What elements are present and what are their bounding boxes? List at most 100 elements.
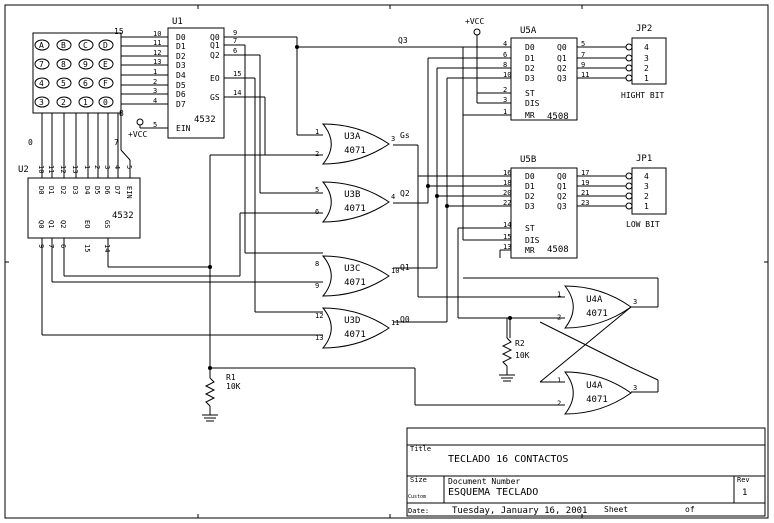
u2-input-label: D4 xyxy=(83,186,91,194)
u2-input-pin: 12 xyxy=(59,165,67,173)
u5b-input-label: D1 xyxy=(525,182,535,191)
date-value: Tuesday, January 16, 2001 xyxy=(452,506,587,516)
keypad-key: D xyxy=(98,39,114,51)
gate-net-label: Gs xyxy=(400,131,410,140)
gate-part: 4071 xyxy=(586,309,608,319)
u1-input-label: EIN xyxy=(176,124,191,133)
u2-input-pin: 3 xyxy=(103,165,111,169)
u5b-part: 4508 xyxy=(547,245,569,255)
keypad-key-label: 7 xyxy=(39,60,44,69)
jp2-pin-number: 3 xyxy=(644,54,649,63)
u1-input-pin: 12 xyxy=(153,49,161,57)
keypad-key: 0 xyxy=(98,96,114,108)
keypad-key-label: 3 xyxy=(39,98,44,107)
u5b-output-label: Q0 xyxy=(557,172,567,181)
u1-ref: U1 xyxy=(172,17,183,27)
keypad-key: E xyxy=(98,58,114,70)
wiring: Q3 xyxy=(41,17,659,406)
u1-output-pin: 7 xyxy=(233,37,237,45)
u5b-input-label: DIS xyxy=(525,236,540,245)
gate-part: 4071 xyxy=(586,395,608,405)
gate-pin-out: 3 xyxy=(633,384,637,392)
u2-input-pin: 11 xyxy=(47,165,55,173)
keypad-key-label: C xyxy=(83,41,88,50)
u5a-input-pin: 1 xyxy=(503,108,507,116)
keypad-key: 7 xyxy=(34,58,50,70)
resistor-r1: R1 10K xyxy=(202,368,241,422)
output-wiring xyxy=(577,46,626,207)
keypad-key-label: 9 xyxy=(83,60,88,69)
u5b-input-label: D3 xyxy=(525,202,535,211)
u2-output-pin: 14 xyxy=(103,244,111,252)
u5a-part: 4508 xyxy=(547,112,569,122)
u1-input-label: D3 xyxy=(176,61,186,70)
keypad-pin-left: 0 xyxy=(28,138,33,147)
size-value: Custom xyxy=(408,494,426,500)
keypad-key: B xyxy=(56,39,72,51)
u5a-output-label: Q0 xyxy=(557,43,567,52)
u1-input-label: D7 xyxy=(176,100,186,109)
keypad-key-label: 2 xyxy=(61,98,66,107)
u2-output-label: EO xyxy=(83,220,91,228)
u1-input-label: D1 xyxy=(176,42,186,51)
r2-value: 10K xyxy=(515,351,530,360)
r2-ref: R2 xyxy=(515,339,525,348)
u5b-input-label: ST xyxy=(525,224,535,233)
u5a-output-label: Q1 xyxy=(557,54,567,63)
u5a-output-label: Q2 xyxy=(557,64,567,73)
u1-input-pin: 4 xyxy=(153,97,157,105)
title-block: Title TECLADO 16 CONTACTOS Size Custom D… xyxy=(406,427,766,517)
u1-encoder: U1 4532 D010D111D212D313D41D52D63D74EIN5… xyxy=(153,17,241,139)
keypad-key: 5 xyxy=(56,77,72,89)
u1-output-label: Q1 xyxy=(210,41,220,50)
u5a-input-label: D0 xyxy=(525,43,535,52)
u5b-input-pin: 20 xyxy=(503,189,511,197)
u5a-input-label: ST xyxy=(525,89,535,98)
u2-input-label: D1 xyxy=(47,186,55,194)
gate-pin-in1: 5 xyxy=(315,186,319,194)
vcc-top-label: +VCC xyxy=(465,17,484,26)
vcc-left: +VCC xyxy=(128,118,168,139)
u2-output-pin: 6 xyxy=(59,244,67,248)
gate-pin-in2: 2 xyxy=(315,150,319,158)
keypad-key-label: A xyxy=(39,41,44,50)
u1-output-pin: 14 xyxy=(233,89,241,97)
keypad-key-label: 1 xyxy=(83,98,88,107)
u1-input-label: D4 xyxy=(176,71,186,80)
u5b-input-label: D2 xyxy=(525,192,535,201)
jp2-pin-number: 2 xyxy=(644,64,649,73)
u5b-output-pin: 23 xyxy=(581,199,589,207)
u5b-input-pin: 14 xyxy=(503,221,511,229)
jp2-pin-socket xyxy=(625,54,633,62)
u5a-input-label: D2 xyxy=(525,64,535,73)
jp1-label: LOW BIT xyxy=(626,220,660,229)
keypad-key: 1 xyxy=(78,96,94,108)
rev-label: Rev xyxy=(737,476,750,484)
gate-pin-in2: 13 xyxy=(315,334,323,342)
keypad-key: C xyxy=(78,39,94,51)
jp2-pin-socket xyxy=(625,43,633,51)
u5a-input-label: D1 xyxy=(525,54,535,63)
u1-input-pin: 2 xyxy=(153,78,157,86)
u5b-input-pin: 15 xyxy=(503,233,511,241)
u2-output-label: Q0 xyxy=(37,220,45,228)
u5a-input-label: D3 xyxy=(525,74,535,83)
jp1-ref: JP1 xyxy=(636,154,652,164)
u2-input-label: D0 xyxy=(37,186,45,194)
gate-pin-in2: 9 xyxy=(315,282,319,290)
u1-output-pin: 6 xyxy=(233,47,237,55)
keypad-key-label: 0 xyxy=(103,98,108,107)
u1-input-label: D2 xyxy=(176,52,186,61)
u5a-input-pin: 4 xyxy=(503,40,507,48)
u5b-input-label: D0 xyxy=(525,172,535,181)
title-label: Title xyxy=(410,445,431,453)
jp1-pin-number: 4 xyxy=(644,172,649,181)
u2-output-pin: 9 xyxy=(37,244,45,248)
u2-input-label: D7 xyxy=(113,186,121,194)
